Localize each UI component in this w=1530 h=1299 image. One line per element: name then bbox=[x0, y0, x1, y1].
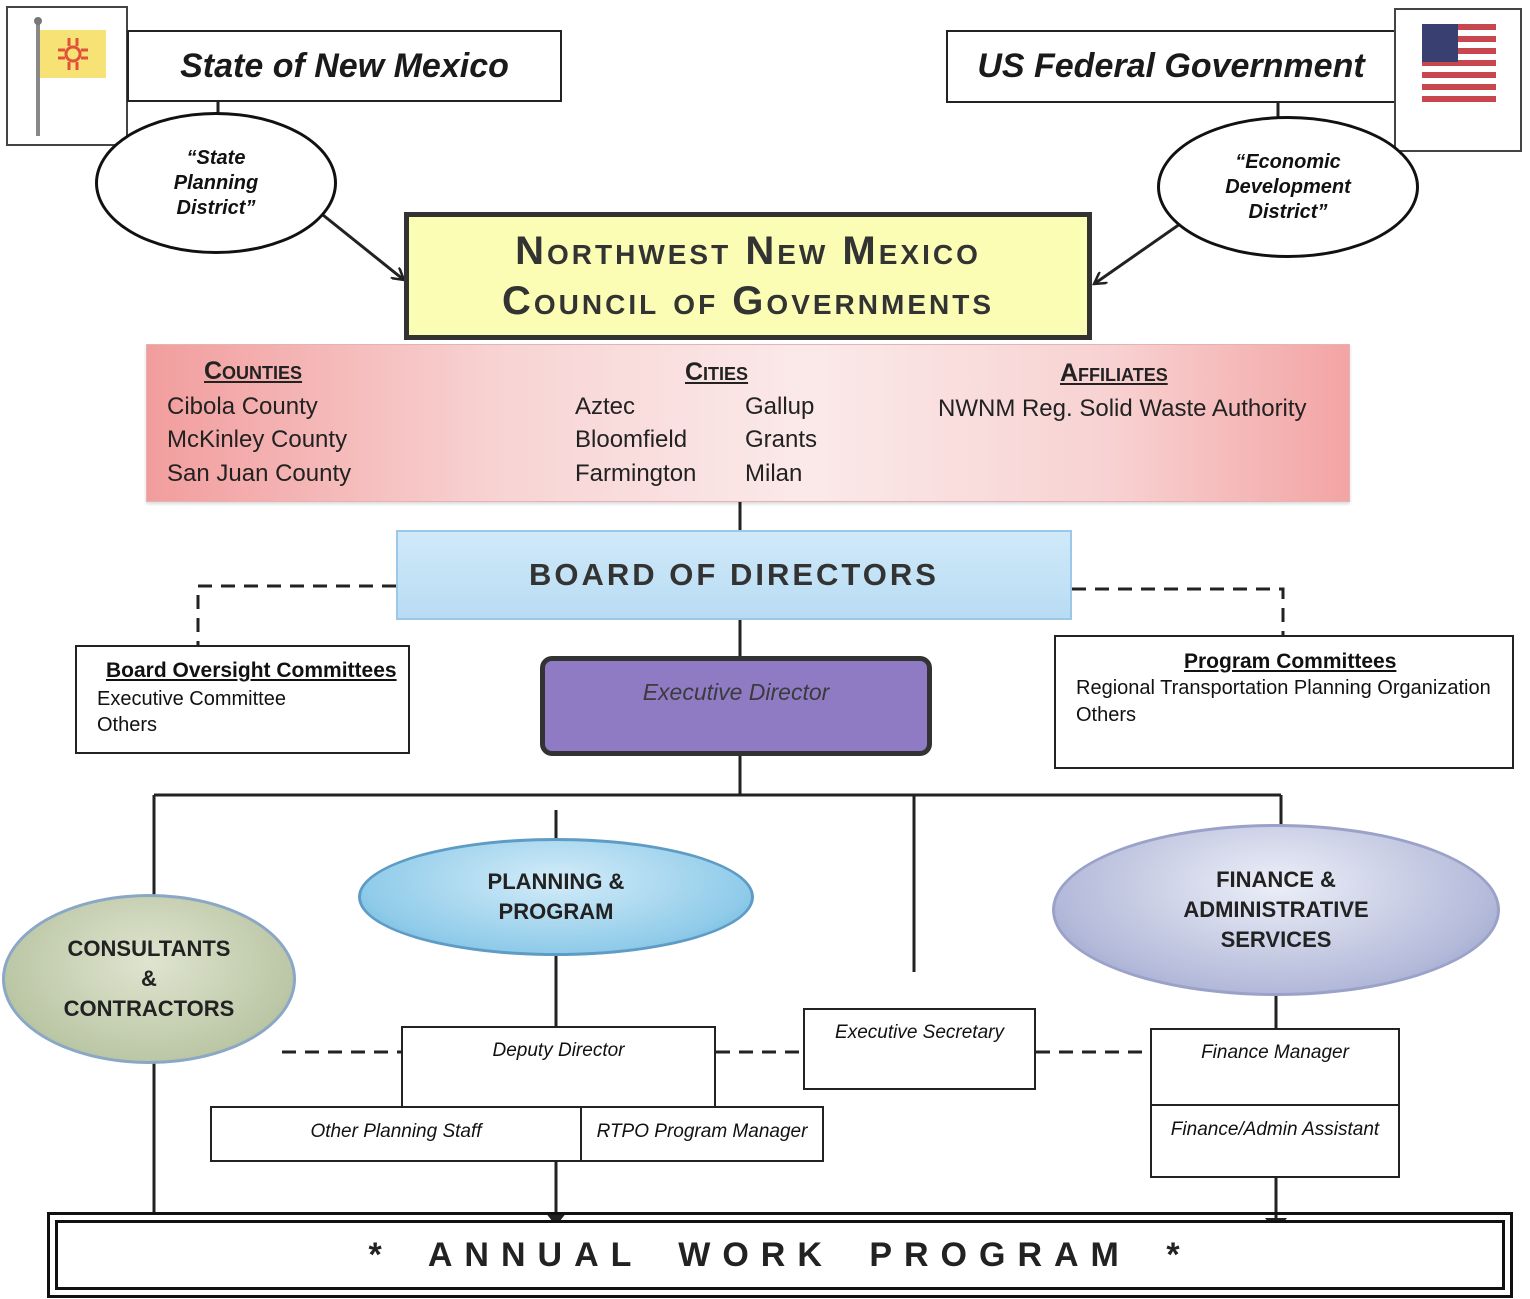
city-item: Aztec bbox=[575, 393, 636, 420]
federal-designation-line1: “Economic bbox=[1235, 150, 1341, 173]
rtpo-program-manager-box: RTPO Program Manager bbox=[580, 1106, 824, 1162]
counties-heading: Counties bbox=[204, 357, 303, 385]
federal-flag-box bbox=[1394, 8, 1522, 152]
program-committees-box: Program Committees Regional Transportati… bbox=[1054, 635, 1514, 769]
annual-work-program-box: * ANNUAL WORK PROGRAM * bbox=[55, 1220, 1505, 1290]
planning-line2: PROGRAM bbox=[498, 899, 614, 924]
city-item: Grants bbox=[745, 426, 818, 453]
other-planning-staff-label: Other Planning Staff bbox=[310, 1121, 482, 1142]
board-to-program-dashed bbox=[1072, 587, 1285, 636]
other-planning-staff-box: Other Planning Staff bbox=[210, 1106, 582, 1162]
finance-line2: ADMINISTRATIVE bbox=[1183, 897, 1369, 922]
executive-secretary-box: Executive Secretary bbox=[803, 1008, 1036, 1090]
planning-line1: PLANNING & bbox=[487, 869, 625, 894]
consultants-line2: & bbox=[141, 966, 157, 991]
finance-manager-box: Finance Manager bbox=[1150, 1028, 1400, 1106]
consultants-line3: CONTRACTORS bbox=[63, 996, 235, 1021]
federal-designation-line3: District” bbox=[1248, 200, 1328, 223]
state-flag-box bbox=[6, 6, 128, 146]
oversight-item: Others bbox=[97, 714, 158, 736]
state-title: State of New Mexico bbox=[180, 46, 509, 85]
annual-work-program-frame: * ANNUAL WORK PROGRAM * bbox=[47, 1212, 1513, 1298]
program-committee-item: Others bbox=[1076, 704, 1137, 726]
city-item: Milan bbox=[745, 460, 803, 487]
city-item: Gallup bbox=[745, 393, 815, 420]
finance-admin-services-oval: FINANCE & ADMINISTRATIVE SERVICES bbox=[1052, 824, 1500, 996]
federal-designation-line2: Development bbox=[1225, 175, 1351, 198]
rtpo-program-manager-label: RTPO Program Manager bbox=[596, 1121, 808, 1142]
board-to-oversight-dashed bbox=[196, 584, 396, 646]
board-oversight-heading: Board Oversight Committees bbox=[106, 659, 397, 682]
board-oversight-box: Board Oversight Committees Executive Com… bbox=[75, 645, 410, 754]
finance-line3: SERVICES bbox=[1220, 927, 1332, 952]
finance-manager-label: Finance Manager bbox=[1201, 1042, 1349, 1063]
federal-title-box: US Federal Government bbox=[946, 30, 1396, 103]
program-committee-item: Regional Transportation Planning Organiz… bbox=[1076, 677, 1491, 699]
nwnm-cog-box: Northwest New Mexico Council of Governme… bbox=[404, 212, 1092, 340]
finance-line1: FINANCE & bbox=[1216, 867, 1336, 892]
executive-director-box: Executive Director bbox=[540, 656, 932, 756]
affiliate-item: NWNM Reg. Solid Waste Authority bbox=[938, 395, 1307, 422]
board-title: BOARD OF DIRECTORS bbox=[529, 557, 939, 592]
consultants-line1: CONSULTANTS bbox=[67, 936, 231, 961]
members-panel: Counties Cibola County McKinley County S… bbox=[146, 344, 1350, 502]
federal-title: US Federal Government bbox=[977, 47, 1365, 85]
deputy-director-label: Deputy Director bbox=[492, 1040, 625, 1061]
finance-admin-assistant-label: Finance/Admin Assistant bbox=[1170, 1119, 1380, 1140]
deputy-director-box: Deputy Director bbox=[401, 1026, 716, 1108]
city-item: Bloomfield bbox=[575, 426, 688, 453]
annual-work-program-label: * ANNUAL WORK PROGRAM * bbox=[368, 1235, 1192, 1274]
org-name-line2: Council of Governments bbox=[501, 279, 994, 323]
executive-secretary-label: Executive Secretary bbox=[835, 1022, 1004, 1043]
county-item: San Juan County bbox=[167, 460, 352, 487]
org-name-line1: Northwest New Mexico bbox=[515, 229, 981, 273]
state-designation-line2: Planning bbox=[173, 171, 259, 194]
state-designation-line1: “State bbox=[186, 146, 246, 169]
new-mexico-flag-icon bbox=[34, 17, 106, 136]
consultants-contractors-oval: CONSULTANTS & CONTRACTORS bbox=[2, 894, 296, 1064]
economic-development-district-oval: “Economic Development District” bbox=[1157, 116, 1419, 258]
finance-admin-assistant-box: Finance/Admin Assistant bbox=[1150, 1104, 1400, 1178]
affiliates-heading: Affiliates bbox=[1060, 359, 1168, 387]
planning-program-oval: PLANNING & PROGRAM bbox=[358, 838, 754, 956]
state-title-box: State of New Mexico bbox=[127, 30, 562, 102]
city-item: Farmington bbox=[575, 460, 697, 487]
oversight-item: Executive Committee bbox=[97, 688, 286, 710]
board-of-directors-box: BOARD OF DIRECTORS bbox=[396, 530, 1072, 620]
us-flag-icon bbox=[1422, 24, 1496, 102]
cities-heading: Cities bbox=[685, 358, 749, 386]
county-item: Cibola County bbox=[167, 393, 318, 420]
county-item: McKinley County bbox=[167, 426, 348, 453]
executive-director-label: Executive Director bbox=[642, 679, 830, 705]
state-arrow bbox=[307, 201, 404, 280]
state-designation-line3: District” bbox=[176, 196, 256, 219]
state-planning-district-oval: “State Planning District” bbox=[95, 112, 337, 254]
program-committees-heading: Program Committees bbox=[1184, 650, 1397, 673]
